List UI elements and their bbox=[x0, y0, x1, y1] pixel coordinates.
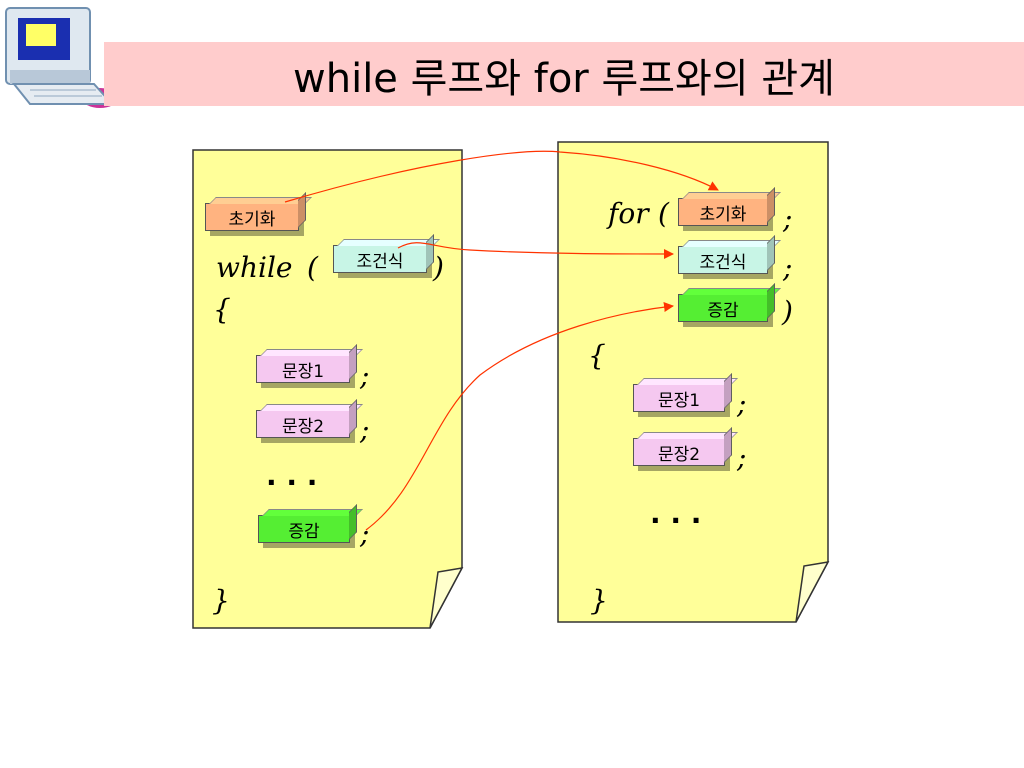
right-ellipsis: . . . bbox=[650, 497, 702, 530]
right-init-semicolon: ; bbox=[783, 202, 793, 235]
left-close-brace: } bbox=[212, 584, 230, 617]
right-stmt2-label: 문장2 bbox=[657, 444, 701, 465]
right-init-box: 초기화 bbox=[678, 198, 768, 226]
right-init-label: 초기화 bbox=[699, 204, 747, 225]
left-open-paren: ( bbox=[307, 251, 318, 284]
right-cond-label: 조건식 bbox=[699, 252, 747, 273]
right-for-keyword: for bbox=[608, 197, 649, 230]
left-init-label: 초기화 bbox=[228, 209, 276, 230]
right-stmt1-box: 문장1 bbox=[633, 384, 725, 412]
left-open-brace: { bbox=[213, 293, 231, 326]
left-stmt1-semicolon: ; bbox=[360, 359, 370, 392]
right-incr-label: 증감 bbox=[707, 300, 739, 321]
left-incr-label: 증감 bbox=[288, 521, 320, 542]
right-incr-box: 증감 bbox=[678, 294, 768, 322]
left-stmt2-box: 문장2 bbox=[256, 410, 350, 438]
left-stmt1-box: 문장1 bbox=[256, 355, 350, 383]
right-stmt1-label: 문장1 bbox=[657, 390, 701, 411]
left-ellipsis: . . . bbox=[266, 459, 318, 492]
computer-clipart-icon bbox=[5, 7, 118, 108]
right-open-brace: { bbox=[588, 339, 606, 372]
left-stmt1-label: 문장1 bbox=[281, 361, 325, 382]
left-init-box: 초기화 bbox=[205, 203, 299, 231]
left-close-paren: ) bbox=[433, 251, 444, 284]
right-cond-semicolon: ; bbox=[783, 251, 793, 284]
left-cond-box: 조건식 bbox=[333, 245, 427, 273]
page-title: while 루프와 for 루프와의 관계 bbox=[293, 56, 835, 102]
left-stmt2-label: 문장2 bbox=[281, 416, 325, 437]
left-cond-label: 조건식 bbox=[356, 251, 404, 272]
right-stmt2-semicolon: ; bbox=[737, 441, 747, 474]
left-incr-box: 증감 bbox=[258, 515, 350, 543]
left-incr-semicolon: ; bbox=[360, 517, 370, 550]
right-close-brace: } bbox=[590, 584, 608, 617]
title-bar: while 루프와 for 루프와의 관계 bbox=[104, 42, 1024, 106]
right-close-paren: ) bbox=[782, 295, 793, 328]
right-stmt2-box: 문장2 bbox=[633, 438, 725, 466]
right-cond-box: 조건식 bbox=[678, 246, 768, 274]
right-open-paren: ( bbox=[658, 197, 669, 230]
right-stmt1-semicolon: ; bbox=[737, 387, 747, 420]
left-stmt2-semicolon: ; bbox=[360, 413, 370, 446]
left-while-keyword: while bbox=[216, 251, 293, 284]
